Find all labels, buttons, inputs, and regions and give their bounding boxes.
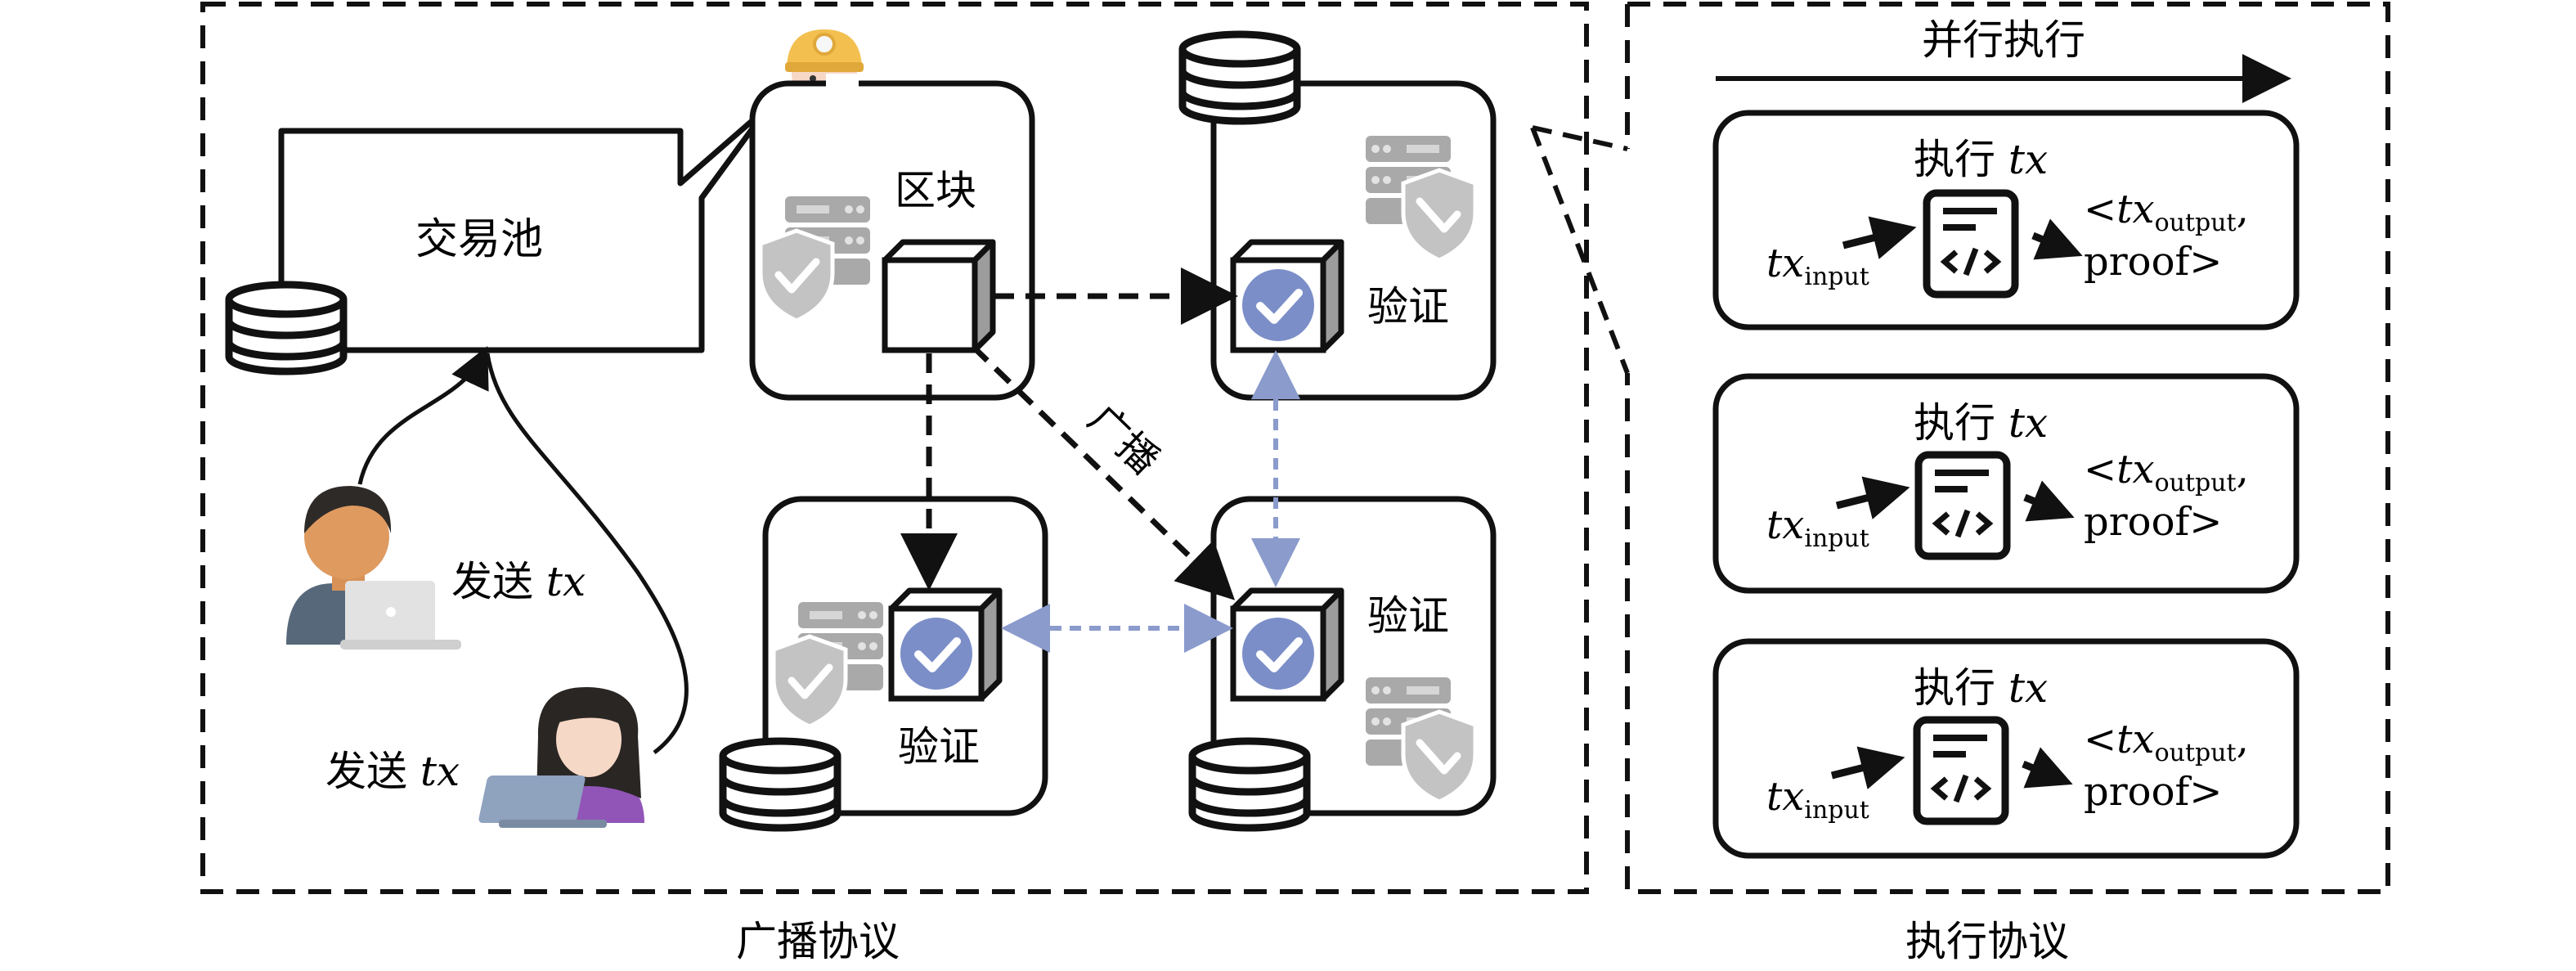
code-document-icon (1917, 720, 2005, 821)
broadcast-protocol-caption: 广播协议 (736, 918, 900, 965)
user-laptop-icon (286, 486, 461, 650)
broadcast-label: 广播 (1079, 396, 1168, 483)
broadcast-arrow-diagonal (971, 344, 1236, 600)
svg-text:执行 tx: 执行 tx (1914, 136, 2048, 183)
verify-label-top: 验证 (1367, 283, 1449, 330)
svg-text:<txoutput,: <txoutput, (2084, 717, 2249, 767)
svg-text:txinput: txinput (1766, 241, 1869, 291)
zoom-line-bottom (1530, 126, 1630, 375)
send-curve-1 (357, 345, 489, 485)
svg-text:执行 tx: 执行 tx (1914, 399, 2048, 447)
database-icon (1183, 34, 1297, 121)
svg-text:txinput: txinput (1766, 774, 1869, 825)
svg-text:proof>: proof> (2084, 499, 2222, 545)
verified-cube-icon (1233, 591, 1341, 699)
code-document-icon (1927, 193, 2015, 294)
send-label-2: 发送 tx (325, 748, 460, 795)
execution-card: 执行 tx txinput <txoutput, proof> (1712, 638, 2300, 859)
svg-text:txinput: txinput (1766, 502, 1869, 553)
tx-pool-database-icon (229, 285, 343, 371)
broadcast-protocol-frame (200, 2, 1589, 894)
block-label: 区块 (895, 167, 976, 214)
verified-cube-icon (891, 591, 999, 699)
execution-card: 执行 tx txinput <txoutput, proof> (1712, 373, 2300, 594)
parallel-exec-header: 并行执行 (1922, 16, 2085, 64)
verified-cube-icon (1233, 242, 1341, 350)
exec-title: 执行 (1914, 664, 2008, 712)
tx-pool-callout (278, 103, 772, 353)
database-icon (1192, 741, 1307, 828)
execution-card: 执行 tx txinput <txoutput, proof> (1712, 110, 2300, 330)
svg-text:proof>: proof> (2084, 239, 2222, 285)
zoom-line-top (1532, 125, 1628, 151)
block-cube-icon (885, 242, 993, 350)
code-document-icon (1919, 455, 2007, 556)
tx-pool-label: 交易池 (415, 215, 543, 264)
svg-text:执行 tx: 执行 tx (1914, 664, 2048, 712)
database-icon (723, 741, 837, 828)
send-label-1: 发送 tx (451, 558, 586, 605)
exec-title: 执行 (1914, 399, 2008, 447)
exec-title: 执行 (1914, 136, 2008, 183)
user-laptop-icon (478, 686, 644, 828)
verify-label-bottom: 验证 (898, 723, 980, 771)
execution-protocol-frame (1625, 2, 2390, 894)
send-curve-2 (485, 353, 689, 754)
svg-text:proof>: proof> (2084, 769, 2222, 815)
svg-text:<txoutput,: <txoutput, (2084, 447, 2249, 497)
verify-label-mid: 验证 (1367, 592, 1449, 640)
svg-text:<txoutput,: <txoutput, (2084, 187, 2249, 237)
execution-protocol-caption: 执行协议 (1905, 918, 2069, 965)
